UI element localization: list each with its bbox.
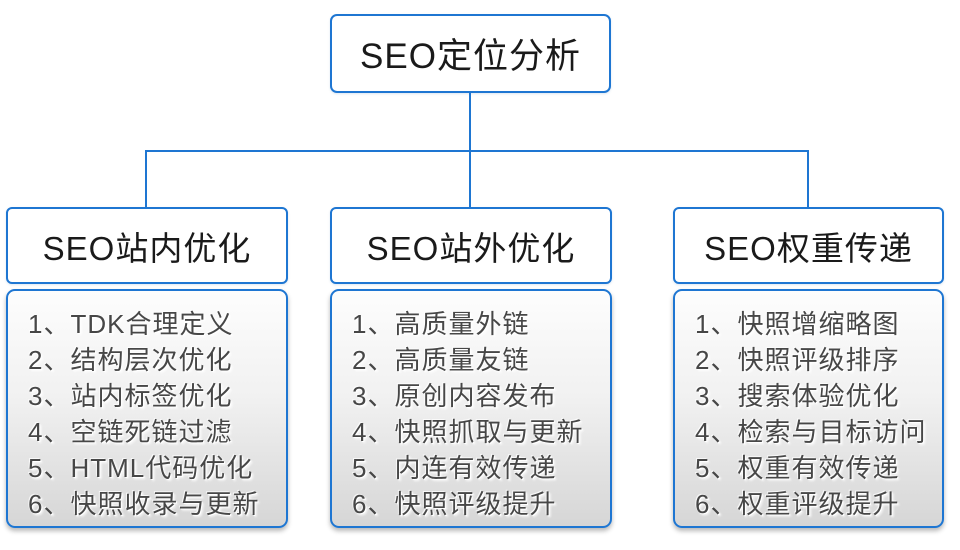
list-item: 1、高质量外链 xyxy=(352,309,530,339)
list-item: 1、TDK合理定义 xyxy=(28,309,234,339)
branch-onsite-title-box: SEO站内优化 xyxy=(6,207,288,284)
list-item: 6、快照收录与更新 xyxy=(28,489,260,519)
branch-offsite-title-box: SEO站外优化 xyxy=(330,207,612,284)
branch-weight: SEO权重传递 1、快照增缩略图 2、快照评级排序 3、搜索体验优化 4、检索与… xyxy=(673,207,944,528)
branch-weight-title-box: SEO权重传递 xyxy=(673,207,944,284)
root-node: SEO定位分析 xyxy=(330,14,611,93)
list-item: 2、结构层次优化 xyxy=(28,345,233,375)
list-item: 5、内连有效传递 xyxy=(352,453,557,483)
list-item: 3、搜索体验优化 xyxy=(695,381,900,411)
list-item: 3、原创内容发布 xyxy=(352,381,557,411)
list-item: 5、HTML代码优化 xyxy=(28,453,254,483)
connector-root-vertical xyxy=(469,93,471,151)
branch-offsite-list: 1、高质量外链 2、高质量友链 3、原创内容发布 4、快照抓取与更新 5、内连有… xyxy=(330,289,612,528)
connector-left-vertical xyxy=(145,150,147,208)
list-item: 6、权重评级提升 xyxy=(695,489,900,519)
list-item: 2、高质量友链 xyxy=(352,345,530,375)
branch-weight-list: 1、快照增缩略图 2、快照评级排序 3、搜索体验优化 4、检索与目标访问 5、权… xyxy=(673,289,944,528)
branch-title: SEO权重传递 xyxy=(704,229,913,267)
list-item: 1、快照增缩略图 xyxy=(695,309,900,339)
list-item: 4、快照抓取与更新 xyxy=(352,417,584,447)
list-item: 4、检索与目标访问 xyxy=(695,417,927,447)
branch-onsite: SEO站内优化 1、TDK合理定义 2、结构层次优化 3、站内标签优化 4、空链… xyxy=(6,207,288,528)
branch-onsite-list: 1、TDK合理定义 2、结构层次优化 3、站内标签优化 4、空链死链过滤 5、H… xyxy=(6,289,288,528)
connector-horizontal xyxy=(145,150,809,152)
root-title: SEO定位分析 xyxy=(360,37,581,76)
list-item: 3、站内标签优化 xyxy=(28,381,233,411)
list-item: 2、快照评级排序 xyxy=(695,345,900,375)
list-item: 6、快照评级提升 xyxy=(352,489,557,519)
branch-offsite: SEO站外优化 1、高质量外链 2、高质量友链 3、原创内容发布 4、快照抓取与… xyxy=(330,207,612,528)
list-item: 4、空链死链过滤 xyxy=(28,417,233,447)
branch-title: SEO站外优化 xyxy=(366,229,576,267)
branch-title: SEO站内优化 xyxy=(42,229,252,267)
list-item: 5、权重有效传递 xyxy=(695,453,900,483)
connector-middle-vertical xyxy=(469,150,471,208)
connector-right-vertical xyxy=(807,150,809,208)
